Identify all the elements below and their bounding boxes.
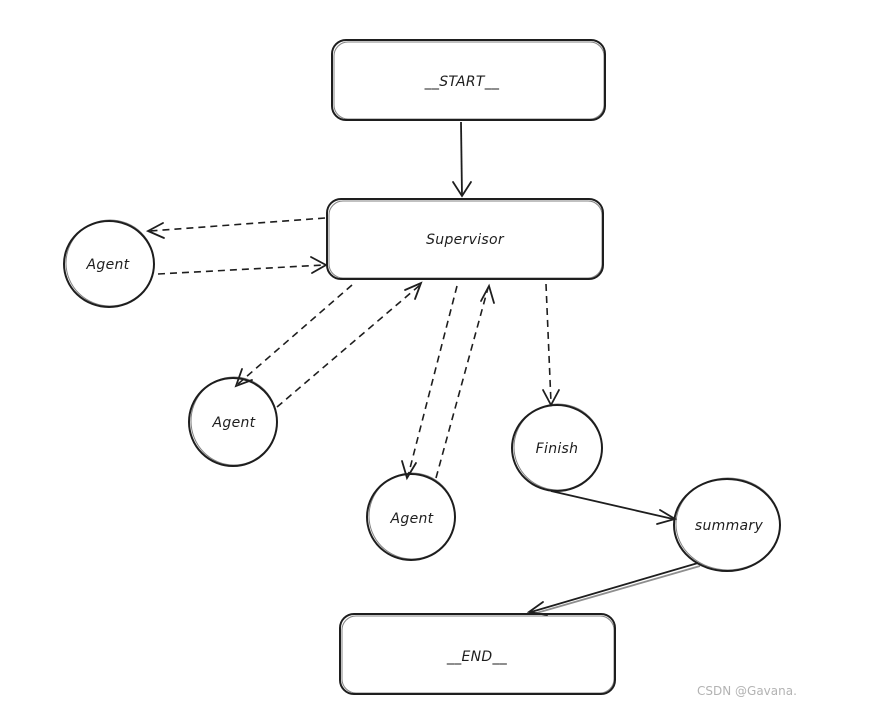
arrowhead-icon <box>404 281 423 300</box>
end-node-label: __END__ <box>446 649 508 665</box>
agent-bottom-node[interactable]: Agent <box>366 472 456 561</box>
edge-agent-mid-to-supervisor <box>276 281 423 408</box>
arrowhead-icon <box>656 509 678 525</box>
arrowhead-icon <box>234 368 253 388</box>
edge-summary-to-end <box>526 562 701 616</box>
finish-node-label: Finish <box>536 441 579 457</box>
watermark: CSDN @Gavana. <box>697 684 797 698</box>
edge-finish-to-summary <box>550 490 678 525</box>
agent-bottom-label: Agent <box>390 511 434 527</box>
summary-node[interactable]: summary <box>673 477 781 572</box>
end-node[interactable]: __END__ <box>339 613 616 695</box>
arrowhead-icon <box>452 181 472 198</box>
edge-supervisor-to-agent-bottom <box>401 285 458 481</box>
edge-supervisor-to-finish <box>542 283 560 407</box>
start-node-label: __START__ <box>424 74 500 90</box>
edge-supervisor-to-agent-mid <box>234 284 353 388</box>
supervisor-node-label: Supervisor <box>426 232 505 248</box>
arrowhead-icon <box>480 283 495 304</box>
arrowhead-icon <box>542 389 560 407</box>
arrowhead-icon <box>526 601 548 616</box>
edge-start-to-supervisor <box>452 121 472 198</box>
arrowhead-icon <box>310 256 328 274</box>
edge-agent-bottom-to-supervisor <box>435 283 495 479</box>
start-node[interactable]: __START__ <box>331 39 606 121</box>
arrowhead-icon <box>401 460 417 481</box>
agent-left-label: Agent <box>86 257 130 273</box>
agent-mid-node[interactable]: Agent <box>188 376 278 467</box>
edge-supervisor-to-agent-left <box>145 217 326 239</box>
supervisor-node[interactable]: Supervisor <box>326 198 604 280</box>
edge-agent-left-to-supervisor <box>157 256 328 275</box>
finish-node[interactable]: Finish <box>511 403 603 492</box>
agent-left-node[interactable]: Agent <box>63 219 155 308</box>
summary-node-label: summary <box>695 518 764 534</box>
agent-mid-label: Agent <box>212 415 256 431</box>
arrowhead-icon <box>145 222 165 239</box>
